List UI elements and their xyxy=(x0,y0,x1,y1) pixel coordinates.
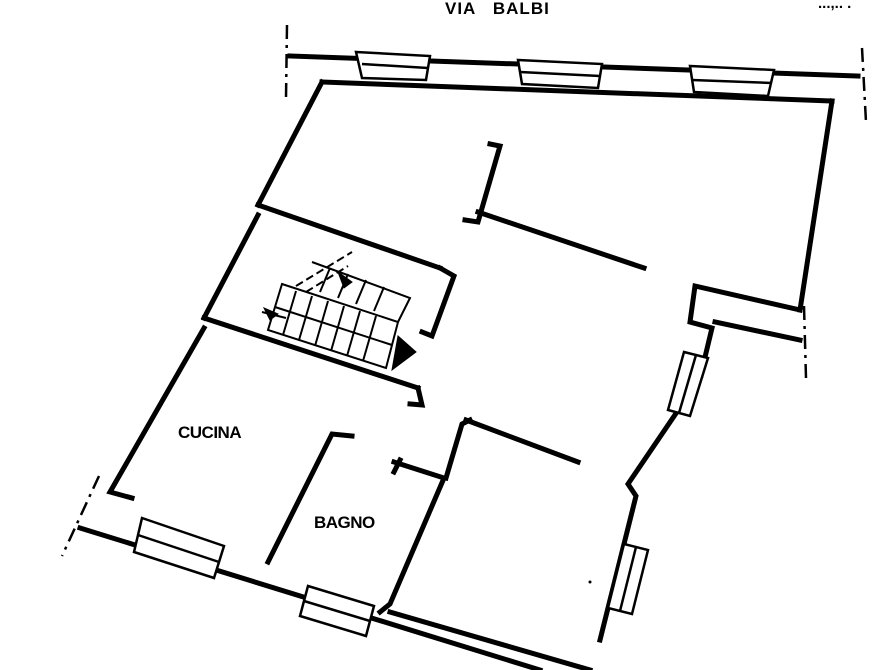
stair-upper-flight xyxy=(311,261,412,323)
boundary-top-left xyxy=(284,24,289,99)
wall-stair-top xyxy=(254,201,444,272)
wall-bath-right xyxy=(376,458,448,616)
corner-annotation: ...,.. . xyxy=(818,0,851,12)
windows-bottom xyxy=(132,516,376,638)
wall-outer-left-upper xyxy=(254,78,326,209)
wall-stair-left xyxy=(200,211,262,322)
wall-bath-top xyxy=(390,456,404,476)
wall-stair-bottom-stub xyxy=(407,384,426,408)
street-label: VIA BALBI xyxy=(445,0,550,18)
stair-dashed-run xyxy=(295,251,353,287)
wall-outer-right-upper xyxy=(797,98,835,313)
windows-right xyxy=(606,350,710,616)
boundary-top-right xyxy=(860,47,868,123)
wall-room-right-left xyxy=(442,416,474,482)
arrow-up-icon xyxy=(336,270,353,289)
wall-center-horizontal xyxy=(474,208,648,272)
wall-stair-right-jamb xyxy=(418,264,458,340)
wall-right-inner xyxy=(712,319,803,343)
window-top-4 xyxy=(431,58,517,66)
property-boundaries xyxy=(60,24,868,557)
wall-kitchen-right xyxy=(264,431,355,566)
walls xyxy=(76,53,861,670)
wall-kitchen-left xyxy=(106,324,208,502)
stair-arrows xyxy=(262,270,417,372)
room-label-kitchen: CUCINA xyxy=(178,423,241,442)
wall-stair-bottom xyxy=(200,314,422,392)
ink-dot xyxy=(588,580,592,584)
window-top-5 xyxy=(603,64,689,72)
arrow-down-icon xyxy=(391,335,417,372)
boundary-right xyxy=(802,305,808,379)
windows-top xyxy=(354,50,776,98)
wall-center-vertical xyxy=(462,141,504,225)
wall-outer-bottom-inner xyxy=(386,608,594,670)
wall-room-right-top xyxy=(462,416,582,466)
wall-outer-top-inner xyxy=(319,79,835,104)
arrow-left-icon xyxy=(262,307,279,321)
wall-notch-right xyxy=(687,282,803,382)
stair-midline xyxy=(274,306,393,346)
room-label-bath: BAGNO xyxy=(314,513,375,532)
